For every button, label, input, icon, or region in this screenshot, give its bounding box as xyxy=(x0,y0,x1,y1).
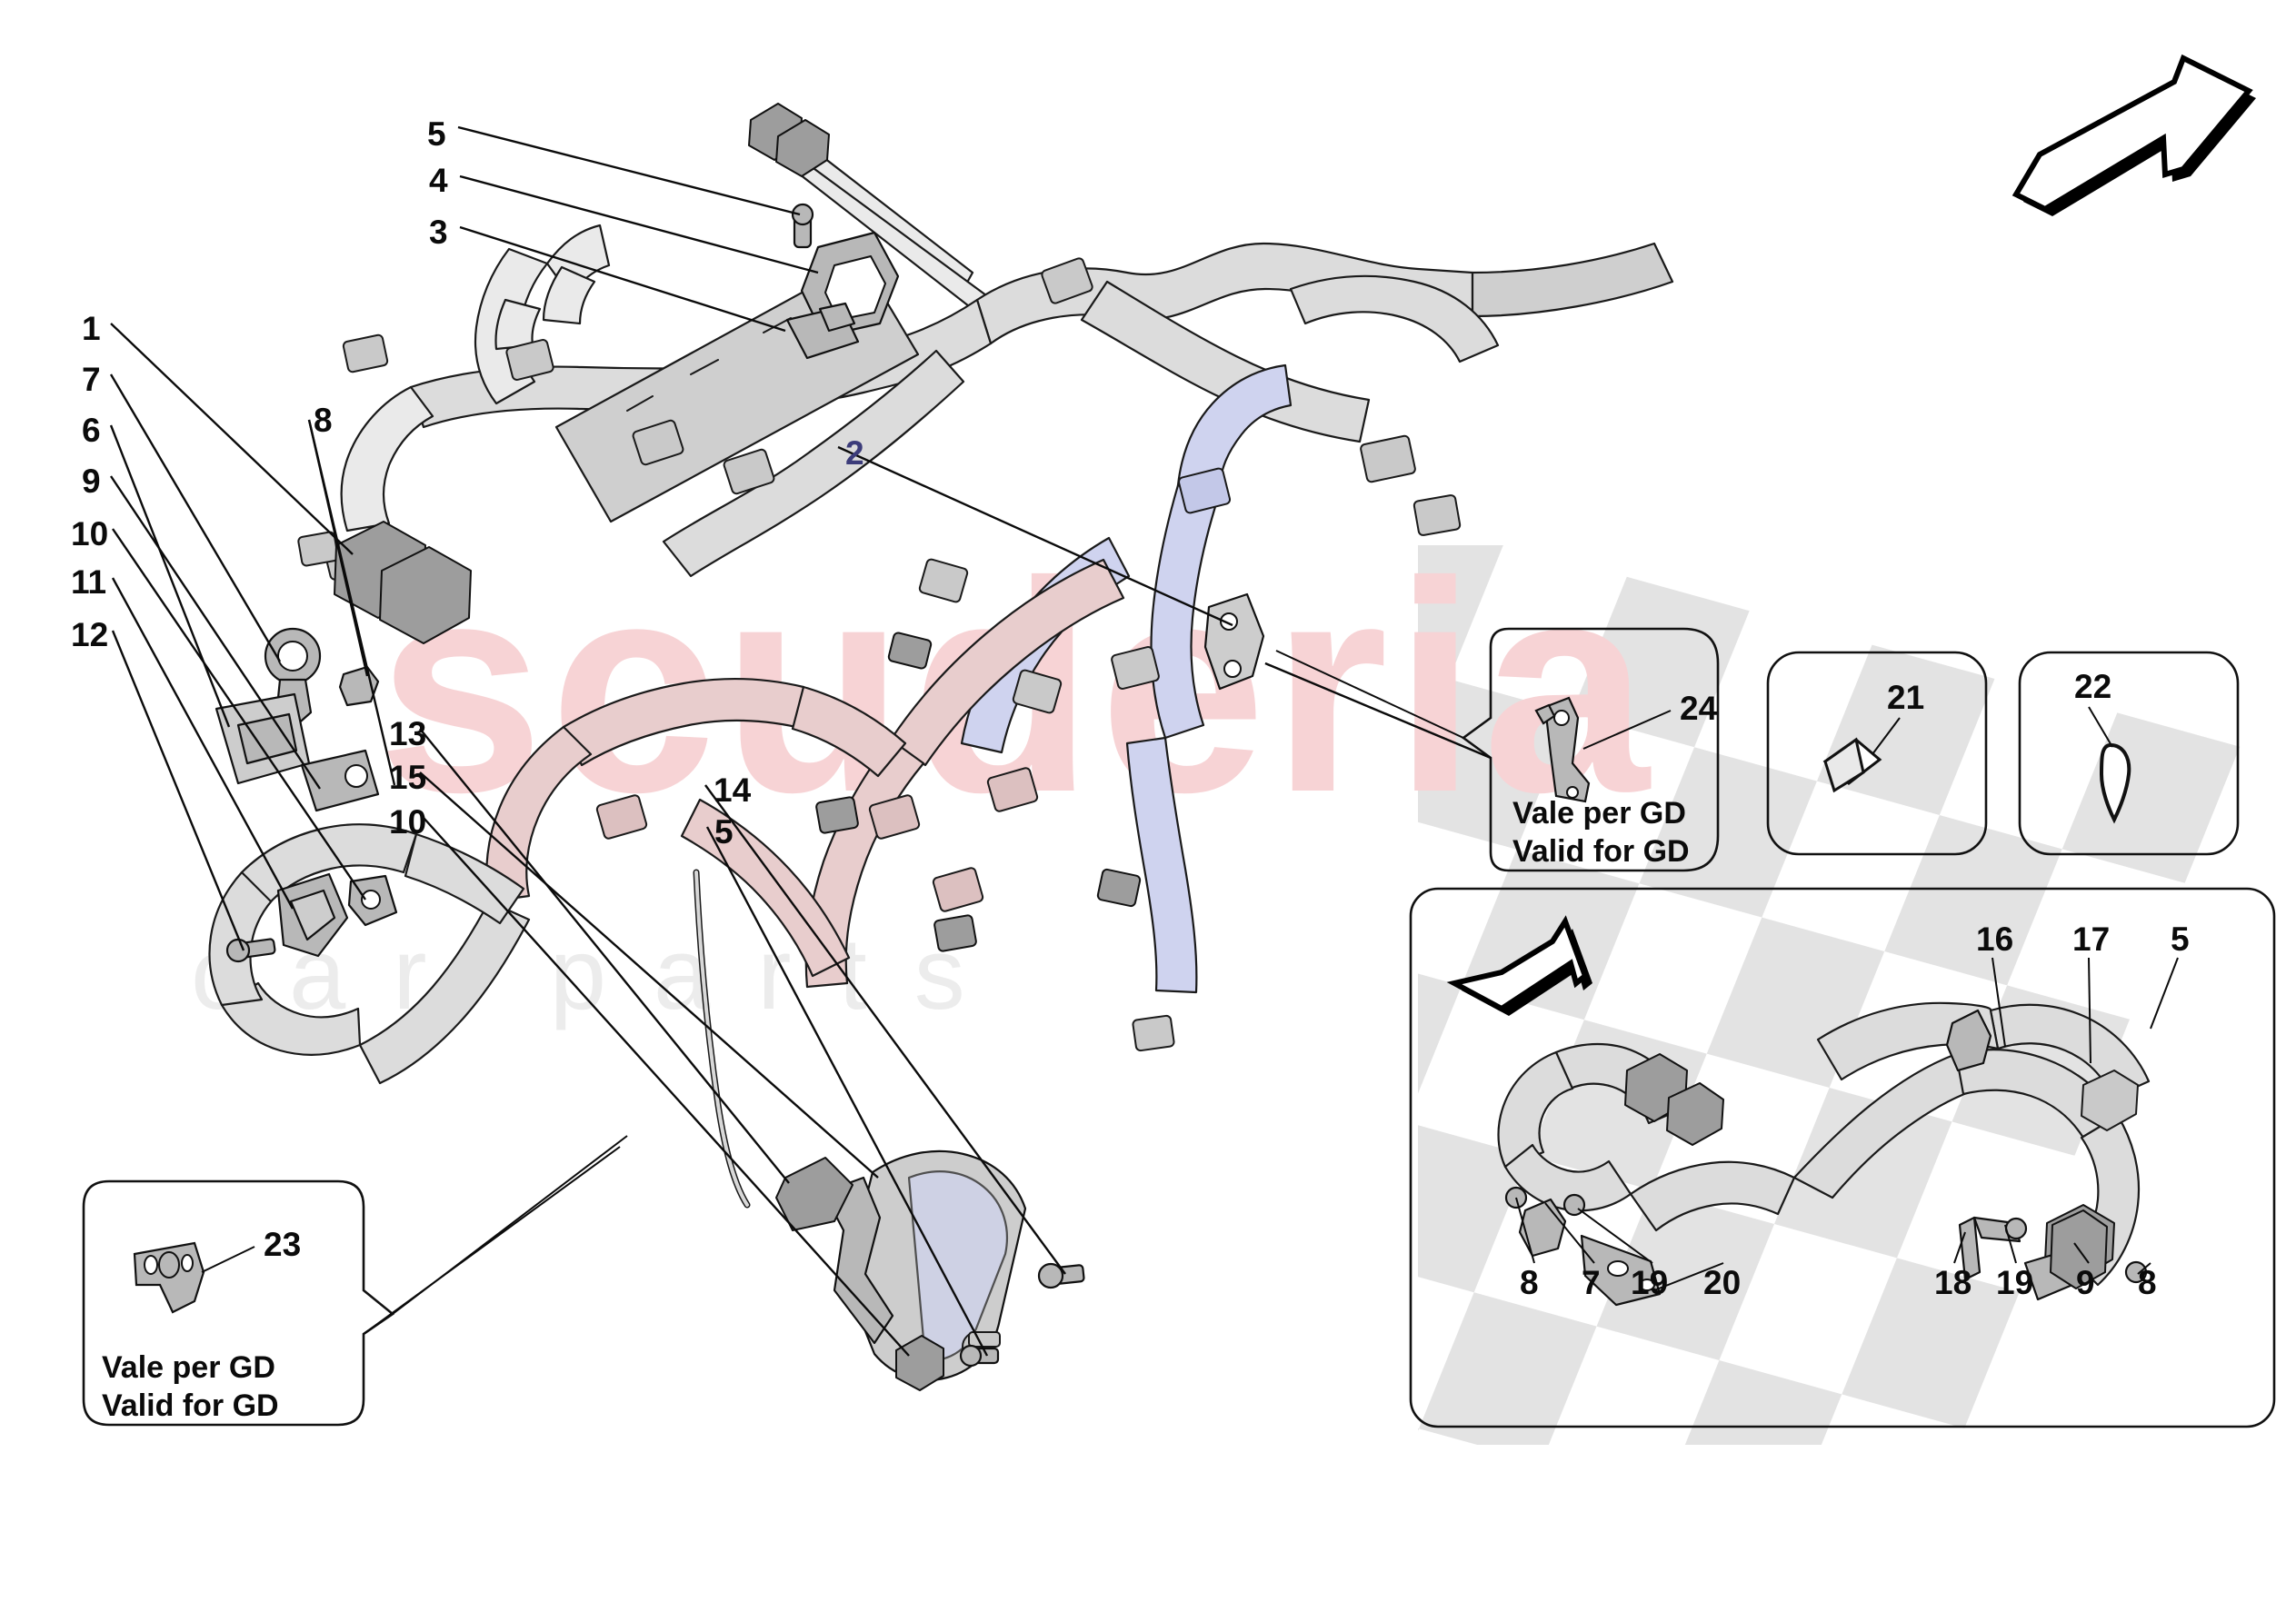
callout-12: 12 xyxy=(71,616,108,653)
detail-callout-7: 7 xyxy=(1582,1264,1601,1301)
callout-14: 14 xyxy=(714,771,752,809)
callout-5-bottom: 5 xyxy=(714,813,734,851)
leader-9 xyxy=(110,475,321,790)
part-bolt-5b xyxy=(959,1344,1000,1368)
detail-callout-19-left: 19 xyxy=(1631,1264,1668,1301)
leader-box23-b xyxy=(363,1146,621,1335)
detail-callout-20: 20 xyxy=(1703,1264,1741,1301)
callout-3-top: 3 xyxy=(429,214,448,251)
detail-panel-lower-right[interactable] xyxy=(1409,887,2276,1428)
leader-5a xyxy=(457,125,801,216)
detail-callout-19-right: 19 xyxy=(1996,1264,2033,1301)
detail-callout-8-right: 8 xyxy=(2138,1264,2157,1301)
detail-callout-9: 9 xyxy=(2076,1264,2095,1301)
leader-10b xyxy=(423,817,910,1357)
leader-3a xyxy=(459,225,786,333)
inset-box-21[interactable]: 21 xyxy=(1766,651,1988,856)
callout-7: 7 xyxy=(82,361,101,398)
detail-callout-18: 18 xyxy=(1934,1264,1972,1301)
inset-box-24[interactable]: 24 Vale per GD Valid for GD xyxy=(1461,627,1720,872)
inset-24-callout: 24 xyxy=(1680,690,1718,727)
direction-arrow-main xyxy=(2011,54,2256,216)
detail-callout-16: 16 xyxy=(1976,920,2013,958)
callout-6: 6 xyxy=(82,412,101,449)
leader-5b xyxy=(705,826,989,1357)
inset-23-note-it: Vale per GD xyxy=(102,1350,275,1385)
leader-10a xyxy=(112,528,366,901)
part-bracket-2 xyxy=(1203,592,1265,691)
callout-8-mid: 8 xyxy=(314,402,333,439)
callout-1: 1 xyxy=(82,310,101,347)
callout-15: 15 xyxy=(389,759,426,796)
callout-11: 11 xyxy=(71,563,106,601)
leader-12 xyxy=(111,630,245,951)
part-clip-10a xyxy=(347,874,398,927)
leader-box24-a xyxy=(1275,650,1464,739)
callout-10-left: 10 xyxy=(71,515,108,552)
leader-2a xyxy=(837,445,1233,627)
inset-box-22[interactable]: 22 xyxy=(2018,651,2240,856)
leader-6 xyxy=(109,424,231,728)
part-connector-1 xyxy=(334,521,472,644)
callout-4-top: 4 xyxy=(429,162,448,199)
callout-2: 2 xyxy=(845,434,864,472)
leader-2b xyxy=(1264,662,1492,760)
inset-box-23[interactable]: 23 Vale per GD Valid for GD xyxy=(82,1179,395,1427)
inset-21-callout: 21 xyxy=(1887,679,1924,716)
part-bolt-5a xyxy=(791,203,814,249)
leader-11 xyxy=(111,577,294,910)
part-bolt-14 xyxy=(1037,1262,1085,1289)
leader-15 xyxy=(419,771,879,1179)
direction-arrow-detail xyxy=(1446,915,1592,1016)
leader-14 xyxy=(704,784,1066,1275)
callout-5-top: 5 xyxy=(427,115,446,153)
part-clip-9 xyxy=(300,749,380,812)
part-bracket-11 xyxy=(276,872,349,958)
leader-7 xyxy=(109,373,282,662)
detail-callout-17: 17 xyxy=(2072,920,2110,958)
detail-callout-5: 5 xyxy=(2171,920,2190,958)
detail-callout-8-left: 8 xyxy=(1520,1264,1539,1301)
part-clip-3 xyxy=(785,302,860,360)
leader-1 xyxy=(110,323,354,555)
inset-24-note-it: Vale per GD xyxy=(1512,796,1686,831)
leader-13 xyxy=(419,728,790,1184)
inset-23-callout: 23 xyxy=(264,1226,301,1263)
leader-8a-right xyxy=(307,419,396,786)
leader-4a xyxy=(459,174,819,274)
part-bolt-12 xyxy=(225,938,276,963)
inset-22-callout: 22 xyxy=(2074,668,2111,705)
callout-9: 9 xyxy=(82,463,101,500)
inset-23-note-en: Valid for GD xyxy=(102,1388,279,1423)
part-sensor-13 xyxy=(775,1157,854,1231)
callout-13: 13 xyxy=(389,715,426,752)
callout-10-bottom: 10 xyxy=(389,803,426,841)
inset-24-note-en: Valid for GD xyxy=(1512,834,1690,869)
